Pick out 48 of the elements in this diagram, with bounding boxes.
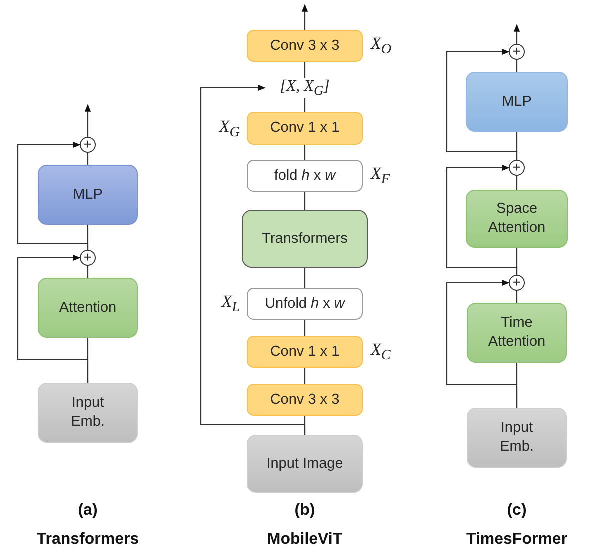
- panel-label: (b): [294, 502, 316, 520]
- variable-label: X$_{G}$: [219, 116, 240, 142]
- connector-line: [304, 368, 306, 384]
- sum-circle: +: [80, 250, 96, 266]
- process-box: Transformers: [242, 210, 368, 268]
- arrow: [514, 24, 520, 44]
- skip-connection-arrow: [17, 142, 89, 250]
- panel-label: (a): [78, 502, 98, 520]
- connector-line: [304, 320, 306, 336]
- process-box: Time Attention: [467, 303, 567, 363]
- model-name: TimesFormer: [466, 531, 568, 549]
- concat-label: [X, X$_{G}$]: [265, 78, 345, 98]
- process-box: MLP: [38, 165, 138, 225]
- sum-circle: +: [509, 44, 525, 60]
- sum-circle: +: [80, 137, 96, 153]
- skip-connection-arrow: [446, 48, 518, 160]
- connector-line: [87, 266, 89, 278]
- variable-label: X$_{O}$: [371, 33, 392, 59]
- process-box: Attention: [38, 278, 138, 338]
- variable-label: X$_{F}$: [371, 163, 390, 189]
- connector-line: [87, 153, 89, 165]
- arrow: [84, 104, 92, 137]
- skip-connection-arrow: [446, 280, 518, 408]
- sum-circle: +: [509, 160, 525, 176]
- connector-line: [304, 268, 306, 288]
- process-box: MLP: [466, 72, 568, 132]
- variable-label: X$_{C}$: [371, 339, 391, 365]
- arrow: [302, 4, 308, 30]
- connector-line: [516, 176, 518, 190]
- process-box: Conv 3 x 3: [247, 384, 363, 416]
- process-box: Space Attention: [466, 190, 568, 248]
- model-name: MobileViT: [267, 531, 343, 549]
- connector-line: [304, 98, 306, 112]
- input-box: Input Emb.: [467, 408, 567, 468]
- sum-circle: +: [509, 275, 525, 291]
- connector-line: [304, 62, 306, 78]
- skip-connection-arrow: [200, 84, 306, 435]
- panel-label: (c): [507, 502, 527, 520]
- connector-line: [516, 60, 518, 72]
- connector-line: [516, 291, 518, 303]
- skip-connection-arrow: [17, 254, 89, 383]
- skip-connection-arrow: [446, 164, 518, 275]
- variable-label: X$_{L}$: [222, 291, 240, 317]
- input-box: Input Emb.: [38, 383, 138, 443]
- connector-line: [304, 192, 306, 210]
- connector-line: [304, 145, 306, 160]
- input-box: Input Image: [247, 435, 363, 493]
- model-name: Transformers: [36, 531, 140, 549]
